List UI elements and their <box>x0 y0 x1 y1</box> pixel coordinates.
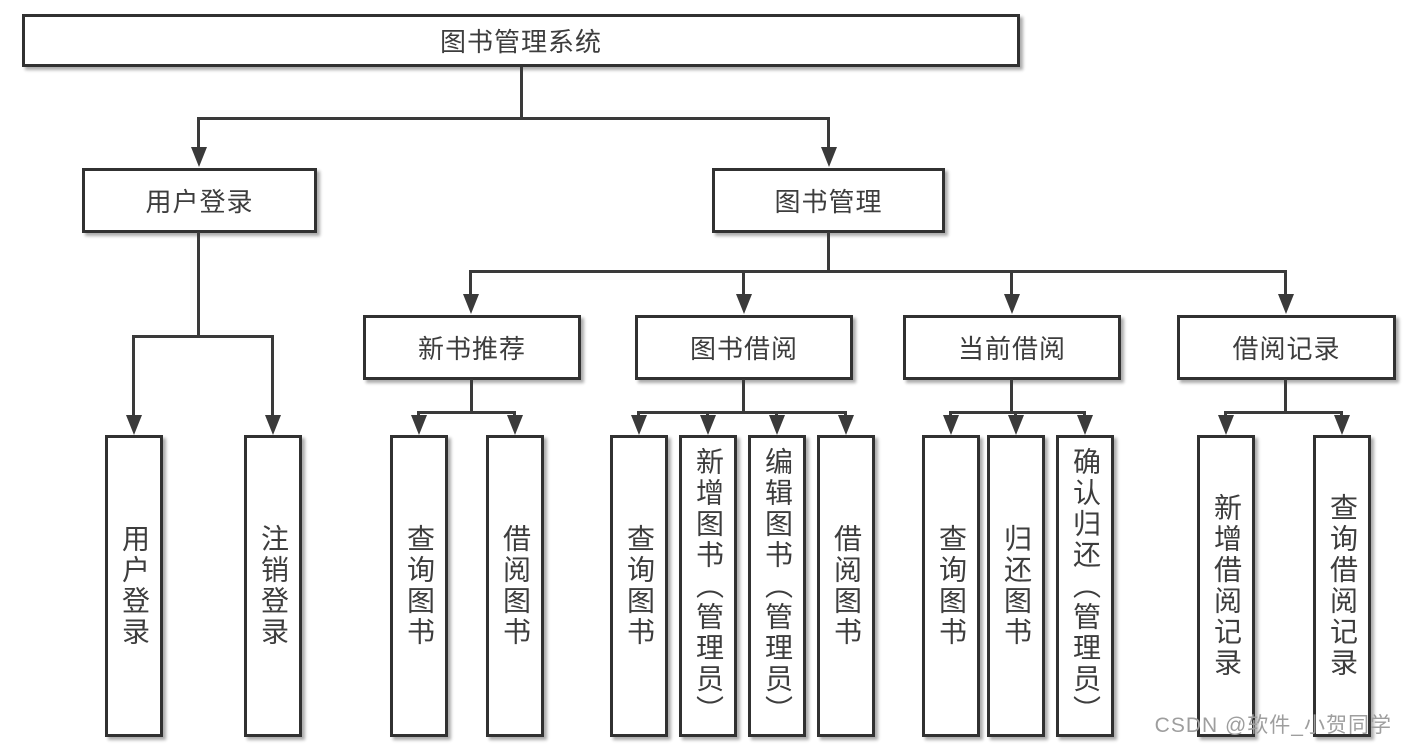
leaf-logout: 注销登录 <box>244 435 302 737</box>
connector-arrow-book-mgmt-line <box>827 117 830 149</box>
node-current-borrowing-label: 当前借阅 <box>957 334 1066 364</box>
arrow-down-head-leaf-borrow-books <box>838 415 854 435</box>
leaf-borrow-query-books-label: 查询图书 <box>624 524 655 648</box>
connector-arrow-user-login-line <box>197 117 200 149</box>
arrow-down-head-leaf-edit-books <box>769 415 785 435</box>
node-current-borrowing: 当前借阅 <box>903 315 1121 380</box>
arrow-down-head-leaf-confirm-return <box>1077 415 1093 435</box>
connector-arrow-leaf-logout-line <box>271 335 274 417</box>
connector-user-login-trunk <box>197 232 200 337</box>
leaf-borrow-books: 借阅图书 <box>817 435 875 737</box>
node-book-management: 图书管理 <box>712 168 945 233</box>
leaf-current-query-books-label: 查询图书 <box>936 524 967 648</box>
connector-user-login-branch <box>132 335 274 338</box>
leaf-recommend-query-books-label: 查询图书 <box>404 524 435 648</box>
node-borrowing-records: 借阅记录 <box>1177 315 1396 380</box>
leaf-add-books-admin-label: 新增图书（管理员） <box>693 446 724 726</box>
arrow-down-head-user-login <box>191 147 207 167</box>
arrow-down-head-leaf-add-record <box>1218 415 1234 435</box>
arrow-down-head-leaf-current-query <box>943 415 959 435</box>
connector-current-trunk <box>1010 379 1013 413</box>
connector-borrowing-branch <box>637 411 847 414</box>
leaf-add-borrow-record-label: 新增借阅记录 <box>1211 493 1242 679</box>
connector-borrowing-trunk <box>742 379 745 413</box>
leaf-recommend-borrow-books-label: 借阅图书 <box>500 524 531 648</box>
connector-level1-branch <box>197 117 830 120</box>
leaf-user-login-label: 用户登录 <box>119 524 150 648</box>
connector-current-branch <box>949 411 1086 414</box>
leaf-borrow-query-books: 查询图书 <box>610 435 668 737</box>
leaf-edit-books-admin: 编辑图书（管理员） <box>748 435 806 737</box>
arrow-down-head-recommend <box>463 294 479 314</box>
arrow-down-head-current <box>1004 294 1020 314</box>
csdn-watermark: CSDN @软件_小贺同学 <box>1154 714 1392 737</box>
connector-records-trunk <box>1284 379 1287 413</box>
node-book-borrowing: 图书借阅 <box>635 315 853 380</box>
connector-arrow-current-line <box>1010 270 1013 296</box>
leaf-confirm-return-admin: 确认归还（管理员） <box>1056 435 1114 737</box>
node-new-book-recommend: 新书推荐 <box>363 315 581 380</box>
arrow-down-head-leaf-return-books <box>1008 415 1024 435</box>
leaf-recommend-query-books: 查询图书 <box>390 435 448 737</box>
connector-recommend-trunk <box>470 379 473 413</box>
arrow-down-head-leaf-query-record <box>1334 415 1350 435</box>
leaf-user-login: 用户登录 <box>105 435 163 737</box>
arrow-down-head-book-mgmt <box>821 147 837 167</box>
connector-records-branch <box>1224 411 1343 414</box>
node-new-book-recommend-label: 新书推荐 <box>417 334 526 364</box>
leaf-logout-label: 注销登录 <box>258 524 289 648</box>
arrow-down-head-records <box>1278 294 1294 314</box>
connector-recommend-branch <box>417 411 516 414</box>
leaf-recommend-borrow-books: 借阅图书 <box>486 435 544 737</box>
leaf-add-borrow-record: 新增借阅记录 <box>1197 435 1255 737</box>
leaf-borrow-books-label: 借阅图书 <box>831 524 862 648</box>
arrow-down-head-leaf-recommend-query <box>411 415 427 435</box>
arrow-down-head-leaf-user-login <box>126 415 142 435</box>
node-library-system: 图书管理系统 <box>22 14 1020 67</box>
connector-arrow-borrowing-line <box>742 270 745 296</box>
node-library-system-label: 图书管理系统 <box>439 27 602 57</box>
arrow-down-head-leaf-add-books <box>700 415 716 435</box>
leaf-query-borrow-record: 查询借阅记录 <box>1313 435 1371 737</box>
arrow-down-head-leaf-borrow-query <box>631 415 647 435</box>
leaf-current-query-books: 查询图书 <box>922 435 980 737</box>
connector-level2-branch <box>469 270 1287 273</box>
arrow-down-head-borrowing <box>736 294 752 314</box>
connector-root-trunk <box>520 67 523 118</box>
arrow-down-head-leaf-recommend-borrow <box>507 415 523 435</box>
node-book-borrowing-label: 图书借阅 <box>689 334 798 364</box>
leaf-return-books-label: 归还图书 <box>1001 524 1032 648</box>
arrow-down-head-leaf-logout <box>265 415 281 435</box>
node-user-login-label: 用户登录 <box>145 187 254 217</box>
node-user-login: 用户登录 <box>82 168 317 233</box>
leaf-confirm-return-admin-label: 确认归还（管理员） <box>1070 446 1101 726</box>
node-borrowing-records-label: 借阅记录 <box>1232 334 1341 364</box>
connector-arrow-leaf-user-login-line <box>132 335 135 417</box>
leaf-return-books: 归还图书 <box>987 435 1045 737</box>
connector-arrow-records-line <box>1284 270 1287 296</box>
leaf-edit-books-admin-label: 编辑图书（管理员） <box>762 446 793 726</box>
node-book-management-label: 图书管理 <box>774 187 883 217</box>
leaf-add-books-admin: 新增图书（管理员） <box>679 435 737 737</box>
connector-book-mgmt-trunk <box>827 232 830 272</box>
leaf-query-borrow-record-label: 查询借阅记录 <box>1327 493 1358 679</box>
connector-arrow-recommend-line <box>469 270 472 296</box>
